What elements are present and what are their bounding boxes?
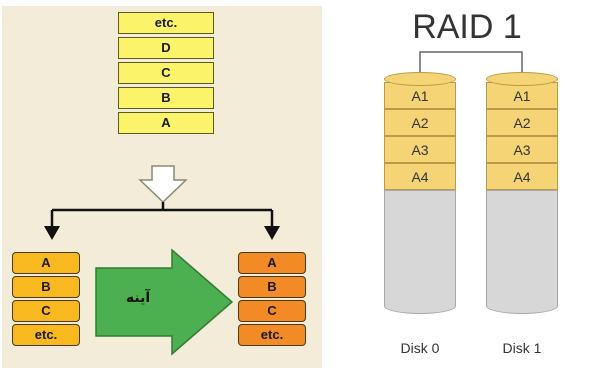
raid1-panel: RAID 1 A1 A2 A3 A4 Disk 0 A1 A2 A3 A4 Di… bbox=[340, 0, 594, 376]
left-disk-stack: A B C etc. bbox=[12, 252, 80, 364]
mirror-arrow-label: آینه bbox=[125, 290, 151, 306]
disk-0: A1 A2 A3 A4 bbox=[384, 72, 456, 332]
right-disk-stack: A B C etc. bbox=[238, 252, 306, 364]
left-disk-block: A bbox=[12, 252, 80, 274]
mirroring-connectors bbox=[44, 165, 280, 356]
disk-1-label: Disk 1 bbox=[502, 340, 542, 356]
right-disk-block: A bbox=[238, 252, 306, 274]
source-block: A bbox=[118, 112, 214, 134]
disk-1-block: A4 bbox=[486, 163, 558, 190]
right-disk-block: etc. bbox=[238, 324, 306, 346]
left-disk-block: C bbox=[12, 300, 80, 322]
disk-1-block: A1 bbox=[486, 82, 558, 109]
disk-1: A1 A2 A3 A4 bbox=[486, 72, 558, 332]
mirroring-panel: etc. D C B A آینه A B C etc. A bbox=[2, 6, 322, 368]
down-arrow-icon bbox=[138, 165, 188, 204]
disk-0-block: A2 bbox=[384, 109, 456, 136]
left-disk-block: B bbox=[12, 276, 80, 298]
split-connector bbox=[50, 202, 274, 226]
source-block-stack: etc. D C B A bbox=[118, 12, 214, 142]
source-block: B bbox=[118, 87, 214, 109]
disk-1-empty-space bbox=[486, 190, 558, 314]
source-block: etc. bbox=[118, 12, 214, 34]
disk-0-label: Disk 0 bbox=[400, 340, 440, 356]
disk-0-block: A1 bbox=[384, 82, 456, 109]
disk-0-block: A3 bbox=[384, 136, 456, 163]
disk-1-top-cap bbox=[486, 72, 558, 86]
disk-1-block: A2 bbox=[486, 109, 558, 136]
disk-1-block: A3 bbox=[486, 136, 558, 163]
left-disk-block: etc. bbox=[12, 324, 80, 346]
right-disk-block: B bbox=[238, 276, 306, 298]
raid1-connector bbox=[419, 51, 523, 72]
source-block: D bbox=[118, 37, 214, 59]
source-block: C bbox=[118, 62, 214, 84]
raid1-title: RAID 1 bbox=[412, 8, 522, 46]
arrow-head-left-icon bbox=[44, 226, 60, 240]
disk-0-empty-space bbox=[384, 190, 456, 314]
disk-0-block: A4 bbox=[384, 163, 456, 190]
disk-0-top-cap bbox=[384, 72, 456, 86]
arrow-head-right-icon bbox=[264, 226, 280, 240]
mirror-arrow-icon bbox=[95, 248, 234, 356]
right-disk-block: C bbox=[238, 300, 306, 322]
